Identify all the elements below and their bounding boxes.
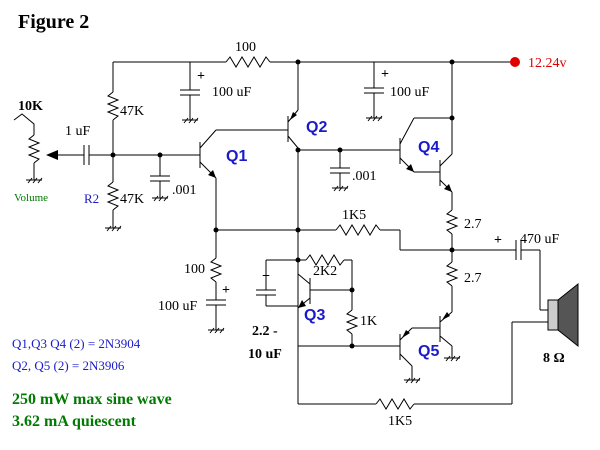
q3-label: Q3: [304, 307, 325, 324]
cap-q4: [298, 147, 400, 192]
svg-text:+: +: [262, 269, 270, 284]
r-e1-label: 2.7: [464, 217, 482, 232]
cap-top-left: [180, 62, 200, 124]
cap-top-right: [364, 62, 384, 122]
cap-output: [515, 240, 548, 311]
speaker-label: 8 Ω: [543, 351, 565, 366]
r-bias-top-label: 47K: [120, 104, 144, 119]
svg-text:+: +: [222, 283, 230, 298]
transistor-q5: [399, 311, 461, 384]
volume-label: Volume: [14, 192, 48, 204]
svg-text:+: +: [197, 69, 205, 84]
cap-input: [83, 145, 200, 165]
c-q3-label-a: 2.2 -: [252, 324, 278, 339]
q4-label: Q4: [418, 139, 439, 156]
pot-label: 10K: [18, 99, 43, 114]
cap-q1: [150, 152, 170, 202]
r-1k-label: 1K: [360, 314, 377, 329]
r-100-label: 100: [184, 262, 205, 277]
r-bottom-label: 1K5: [388, 414, 412, 429]
figure-title: Figure 2: [18, 11, 89, 33]
bottom-feedback: [297, 380, 512, 410]
r-2k2-label: 2K2: [313, 264, 337, 279]
q3-decoupling: [206, 257, 226, 334]
note-line-1: Q1,Q3 Q4 (2) = 2N3904: [12, 336, 141, 351]
q3-network: [256, 254, 400, 349]
supply-label: 12.24v: [528, 56, 567, 71]
q2-label: Q2: [306, 119, 327, 136]
bias-divider: [105, 62, 122, 232]
svg-text:+: +: [494, 233, 502, 248]
c-top-right-label: 100 uF: [390, 85, 430, 100]
transistor-q4: [399, 59, 455, 210]
note-line-3: 250 mW max sine wave: [12, 391, 172, 408]
c-q3-label-b: 10 uF: [248, 347, 282, 362]
note-line-4: 3.62 mA quiescent: [12, 413, 137, 430]
c-q4-label: .001: [352, 169, 377, 184]
supply-terminal: [510, 57, 520, 67]
q5-label: Q5: [418, 343, 439, 360]
speaker-icon: [511, 282, 579, 404]
supply-rail: [113, 56, 520, 68]
transistor-q2: [287, 59, 301, 380]
note-line-2: Q2, Q5 (2) = 2N3906: [12, 358, 125, 373]
q1-label: Q1: [226, 148, 247, 165]
c-in-label: 1 uF: [65, 124, 91, 139]
svg-text:+: +: [381, 67, 389, 82]
r-top-label: 100: [235, 40, 256, 55]
r-bias-bot-label: 47K: [120, 192, 144, 207]
volume-pot: [13, 113, 84, 184]
r2-name-label: R2: [84, 191, 99, 206]
emitter-resistors: [445, 209, 459, 312]
r-fb-label: 1K5: [342, 208, 366, 223]
r-e2-label: 2.7: [464, 271, 482, 286]
c-top-left-label: 100 uF: [212, 85, 252, 100]
c-out-label: 470 uF: [520, 232, 560, 247]
c-q1-label: .001: [172, 183, 197, 198]
c-100-label: 100 uF: [158, 299, 198, 314]
transistor-q1: [199, 129, 288, 258]
feedback-network: [216, 224, 516, 251]
